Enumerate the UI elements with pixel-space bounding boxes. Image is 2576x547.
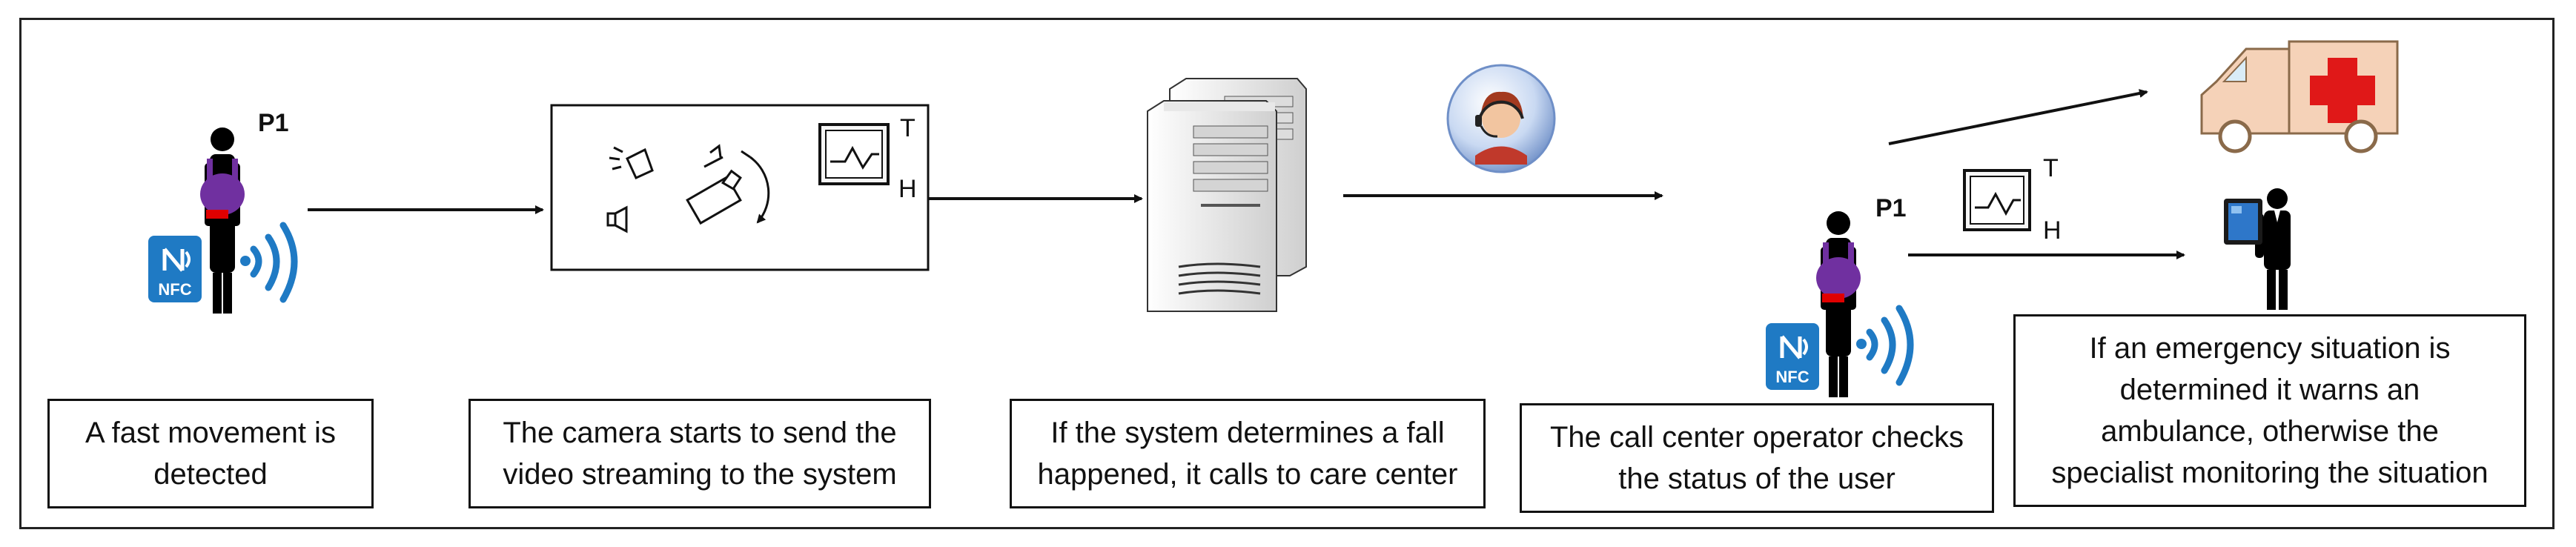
temperature-label: T	[900, 114, 915, 142]
nfc-tag-icon-2: NFC	[1766, 323, 1819, 390]
sensor-chart-icon-2	[1963, 169, 2031, 231]
person-label-1: P1	[258, 109, 289, 137]
speaker-icon	[606, 205, 628, 233]
nfc-text-1: NFC	[158, 280, 191, 299]
step-caption-5: If an emergency situation is determined …	[2013, 314, 2526, 507]
nfc-text-2: NFC	[1775, 368, 1809, 386]
step-caption-3: If the system determines a fall happened…	[1010, 399, 1486, 508]
person-label-2: P1	[1875, 194, 1907, 222]
camera-rotation-arrow-icon	[749, 156, 770, 224]
step-caption-1-text: A fast movement is detected	[85, 417, 336, 491]
camera-monitoring-box: T H	[550, 104, 930, 271]
person-figure-1	[200, 127, 245, 314]
step-caption-2: The camera starts to send the video stre…	[468, 399, 931, 508]
humidity-label: H	[898, 175, 917, 203]
call-center-operator-icon	[1446, 64, 1556, 173]
flow-arrow-ambulance	[1888, 89, 2148, 145]
server-icon	[1147, 78, 1307, 312]
step-caption-4-text: The call center operator checks the stat…	[1549, 421, 1964, 495]
nfc-signal-icon	[240, 222, 298, 303]
diagram-frame	[19, 18, 2555, 529]
step-caption-5-text: If an emergency situation is determined …	[2051, 332, 2489, 489]
ambulance-icon	[2200, 40, 2399, 153]
lamp-icon	[609, 146, 654, 179]
step-caption-3-text: If the system determines a fall happened…	[1037, 417, 1458, 491]
step-caption-1: A fast movement is detected	[47, 399, 374, 508]
specialist-icon	[2224, 188, 2291, 310]
step-caption-2-text: The camera starts to send the video stre…	[503, 417, 897, 491]
temperature-label-2: T	[2043, 154, 2059, 182]
camera-icon	[686, 144, 742, 225]
sensor-chart-icon	[818, 123, 890, 185]
nfc-signal-icon-2	[1856, 305, 1914, 386]
person-figure-2	[1816, 211, 1861, 397]
humidity-label-2: H	[2043, 216, 2062, 245]
nfc-tag-icon: NFC	[148, 236, 202, 302]
step-caption-4: The call center operator checks the stat…	[1520, 403, 1994, 513]
